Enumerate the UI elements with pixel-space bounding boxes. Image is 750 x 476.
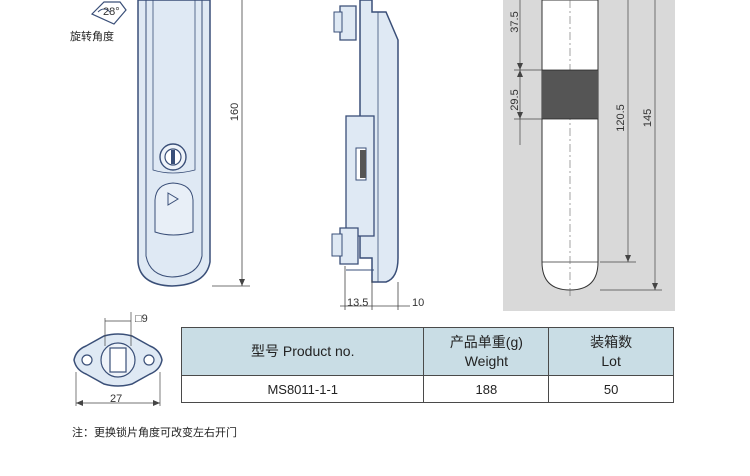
front-height-dimension (212, 0, 250, 287)
insert-b-value: 29.5 (509, 89, 521, 110)
handle-front-view (137, 0, 211, 287)
cell-lot: 50 (548, 375, 674, 403)
side-width-dimension (340, 266, 410, 310)
insert-a-value: 37.5 (509, 11, 521, 32)
front-height-value: 160 (229, 103, 241, 121)
rotation-angle-icon: 28° (90, 1, 127, 25)
header-product-no: 型号 Product no. (180, 327, 425, 376)
side-width-a-value: 13.5 (347, 297, 368, 309)
svg-text:28°: 28° (103, 6, 120, 18)
insert-c-value: 120.5 (615, 104, 627, 132)
header-weight: 产品单重(g)Weight (423, 327, 550, 376)
lock-plate-drawing (73, 312, 163, 406)
grip-area (542, 70, 598, 119)
plate-square-value: □9 (135, 313, 148, 325)
plate-width-value: 27 (110, 393, 122, 405)
cell-weight: 188 (423, 375, 550, 403)
handle-side-view (331, 0, 399, 283)
arrow-icon (167, 192, 179, 206)
insert-d-value: 145 (642, 109, 654, 127)
table-row: MS8011-1-1 188 50 (180, 375, 674, 403)
side-width-b-value: 10 (412, 297, 424, 309)
footnote: 注：更换锁片角度可改变左右开门 (72, 426, 237, 439)
insert-drawing (514, 0, 662, 296)
cell-model: MS8011-1-1 (180, 375, 425, 403)
rotation-angle-label: 旋转角度 (70, 29, 114, 43)
